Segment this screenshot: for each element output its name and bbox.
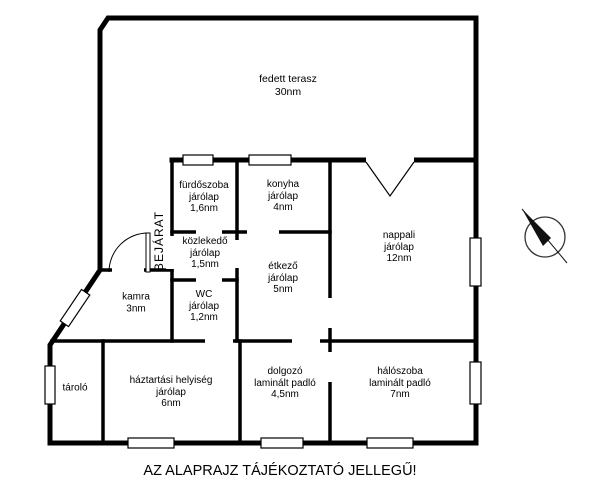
room-area: 12nm: [386, 252, 412, 264]
room-label-kamra: kamra 3nm: [122, 292, 150, 315]
room-label-nappali: nappali járólap 12nm: [383, 230, 415, 265]
room-floor: járólap: [188, 300, 220, 312]
room-name: kamra: [122, 291, 150, 303]
entrance-label: BEJÁRAT: [152, 210, 166, 272]
room-area: 6nm: [161, 397, 181, 409]
room-area: 30nm: [274, 86, 302, 98]
room-name: nappali: [382, 229, 416, 241]
room-name: fedett terasz: [259, 73, 317, 85]
room-floor: járólap: [189, 247, 221, 259]
room-floor: járólap: [267, 190, 299, 202]
room-area: 1,6nm: [190, 202, 218, 214]
room-label-konyha: konyha járólap 4nm: [267, 179, 299, 214]
room-area: 3nm: [126, 303, 146, 314]
room-area: 7nm: [390, 388, 410, 400]
room-area: 5nm: [273, 283, 293, 295]
room-label-furdoszoba: fürdőszoba járólap 1,6nm: [179, 180, 228, 215]
windows: [44, 154, 482, 449]
room-label-dolgozo: dolgozó laminált padló 4,5nm: [254, 366, 316, 401]
room-label-fedett-terasz: fedett terasz 30nm: [259, 73, 317, 99]
room-label-haloszoba: hálószoba laminált padló 7nm: [369, 366, 431, 401]
room-name: közlekedő: [182, 235, 228, 247]
room-area: 4,5nm: [271, 388, 299, 400]
caption: AZ ALAPRAJZ TÁJÉKOZTATÓ JELLEGŰ!: [143, 463, 417, 479]
room-label-haztartasi: háztartási helyiség járólap 6nm: [130, 375, 213, 410]
room-name: hálószoba: [377, 365, 423, 377]
doors: [108, 161, 415, 273]
room-area: 4nm: [273, 201, 293, 213]
room-floor: járólap: [155, 386, 187, 398]
room-name: WC: [195, 288, 213, 300]
room-floor: laminált padló: [254, 377, 316, 389]
room-area: 1,5nm: [191, 258, 219, 270]
room-label-wc: WC járólap 1,2nm: [189, 289, 219, 324]
compass-icon: [521, 208, 568, 264]
room-name: tároló: [62, 382, 88, 394]
room-area: 1,2nm: [190, 311, 218, 323]
room-name: háztartási helyiség: [129, 374, 213, 386]
room-floor: járólap: [267, 272, 299, 284]
room-label-kozlekedo: közlekedő járólap 1,5nm: [182, 236, 227, 271]
room-name: étkező: [268, 260, 298, 272]
room-name: fürdőszoba: [179, 179, 229, 191]
room-floor: járólap: [188, 191, 220, 203]
door-openings: [112, 154, 414, 382]
room-floor: járólap: [383, 241, 415, 253]
room-name: konyha: [266, 178, 300, 190]
room-floor: laminált padló: [369, 377, 431, 389]
room-label-tarolo: tároló: [62, 382, 87, 394]
room-label-etkezo: étkező járólap 5nm: [268, 261, 298, 296]
room-name: dolgozó: [267, 365, 303, 377]
